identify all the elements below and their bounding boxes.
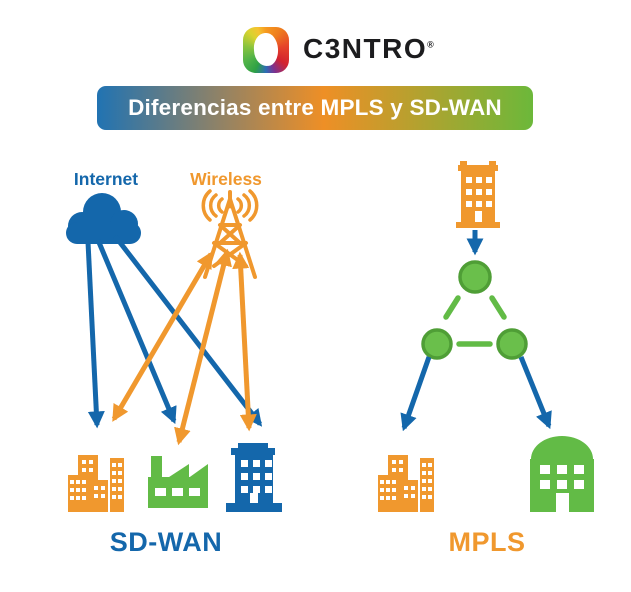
mpls-core-nodes-icon	[421, 260, 528, 360]
banner-title-text: Diferencias entre MPLS y SD-WAN	[128, 95, 502, 120]
brand-name-text: C3NTRO	[303, 33, 428, 64]
hq-building-icon	[456, 161, 500, 228]
cloud-icon	[66, 193, 141, 244]
title-banner: Diferencias entre MPLS y SD-WAN	[97, 86, 533, 130]
registered-mark: ®	[427, 39, 434, 50]
office-building-icon	[226, 443, 282, 512]
mpls-label: MPLS	[448, 527, 526, 557]
sdwan-internet-arrows	[85, 234, 263, 429]
city-buildings-icon	[378, 455, 434, 512]
mpls-egress-arrows	[400, 356, 552, 432]
internet-label: Internet	[73, 169, 139, 189]
city-buildings-icon	[68, 455, 124, 512]
bank-building-icon	[530, 436, 594, 512]
diagram-canvas	[66, 161, 594, 512]
wireless-label: Wireless	[190, 169, 262, 189]
sdwan-wireless-arrows	[111, 248, 257, 446]
sdwan-label: SD-WAN	[109, 527, 223, 557]
c3ntro-logo-icon	[243, 27, 289, 73]
brand-name: C3NTRO®	[303, 33, 434, 65]
mpls-node-right	[496, 328, 528, 360]
radio-tower-icon	[201, 189, 259, 279]
logo-bubble-shape	[252, 32, 280, 67]
mpls-node-left	[421, 328, 453, 360]
factory-icon	[148, 456, 208, 508]
mpls-node-top	[458, 260, 492, 294]
